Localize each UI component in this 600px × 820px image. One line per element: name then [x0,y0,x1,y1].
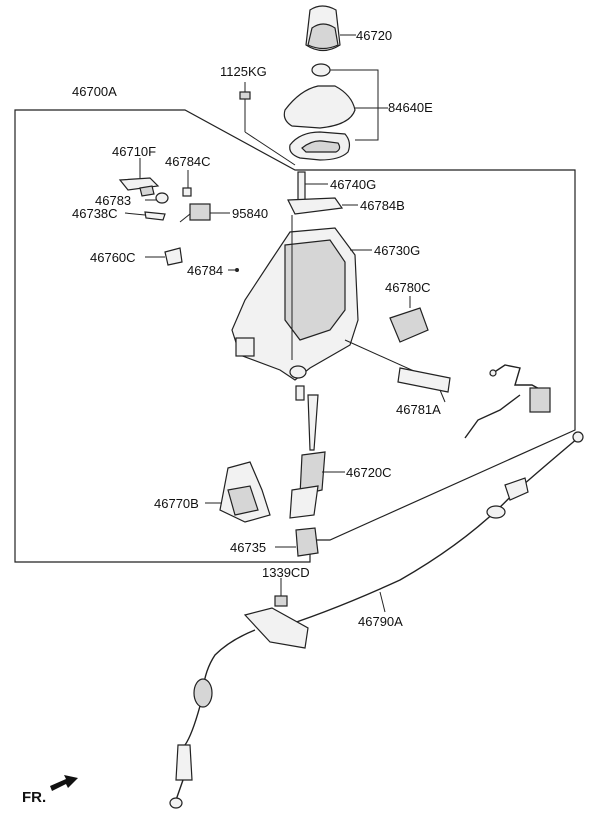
wire-harness [464,364,551,439]
shift-knob [305,5,341,52]
label-46735: 46735 [230,540,266,555]
label-46738c: 46738C [72,206,118,221]
label-46760c: 46760C [90,250,136,265]
label-84640e: 84640E [388,100,433,115]
clip-46738c [144,211,166,221]
bolt-1125kg [239,91,251,112]
bushing-46735 [295,527,319,557]
front-direction-label: FR. [22,789,46,806]
label-46700a: 46700A [72,84,117,99]
shift-cable-46790a [169,431,584,809]
label-46740g: 46740G [330,177,376,192]
label-46780c: 46780C [385,280,431,295]
label-46730g: 46730G [374,243,420,258]
spring-46783 [155,192,169,204]
label-95840: 95840 [232,206,268,221]
label-46720: 46720 [356,28,392,43]
label-46770b: 46770B [154,496,199,511]
shift-boot [283,85,356,161]
pin-46784 [235,268,239,272]
assembly-frame [14,109,576,563]
label-46784b: 46784B [360,198,405,213]
label-1125kg: 1125KG [220,64,267,79]
label-46784: 46784 [187,263,223,278]
bracket-46784b [287,197,344,215]
label-46710f: 46710F [112,144,156,159]
bracket-46760c [164,247,183,266]
solenoid-95840 [179,203,211,223]
label-46790a: 46790A [358,614,403,629]
label-46720c: 46720C [346,465,392,480]
lever-46770b [219,461,271,523]
clip-46784c [182,187,192,197]
rod-46781a [344,339,451,403]
clip-1339cd [274,595,288,607]
lever-46710f [118,177,160,197]
label-46784c: 46784C [165,154,211,169]
label-46783: 46783 [95,193,131,208]
knob-nut [311,63,331,77]
inhibitor-46780c [389,307,429,343]
label-46781a: 46781A [396,402,441,417]
front-arrow-icon [50,775,78,791]
shift-lever-46740g [297,171,306,201]
cable-rod-46720c [289,385,326,519]
shifter-housing [231,215,359,381]
label-1339cd: 1339CD [262,565,310,580]
